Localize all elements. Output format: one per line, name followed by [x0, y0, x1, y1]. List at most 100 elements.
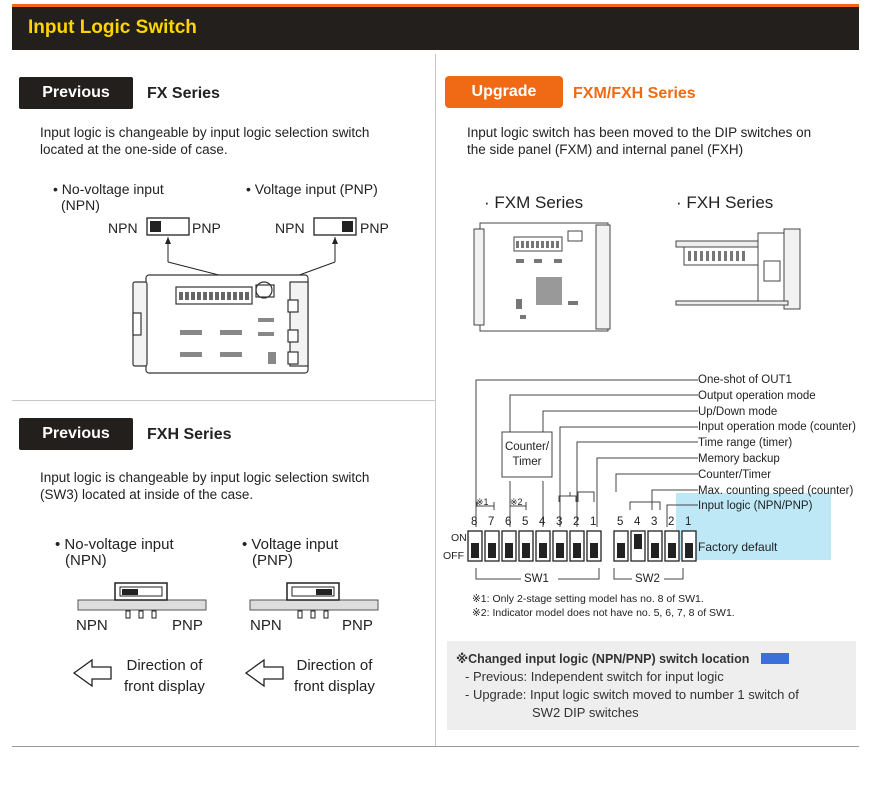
fxh-slide-switch-pnp-icon	[249, 582, 379, 619]
sw1-switch-knob-8	[471, 543, 479, 558]
dip-sw2-switches	[613, 530, 697, 562]
previous-tag-fxh: Previous	[19, 418, 133, 450]
fxh-direction-left-line2: front display	[124, 678, 205, 695]
note-line-2: - Upgrade: Input logic switch moved to n…	[465, 687, 799, 702]
sw1-switch-knob-4	[539, 543, 547, 558]
fxh-direction-left-line1: Direction of	[126, 657, 203, 674]
dip-label-input-logic: Input logic (NPN/PNP)	[698, 500, 813, 513]
fx-switch-npn-icon	[146, 217, 190, 236]
fxh-npn-caption-line1: • No-voltage input	[55, 536, 174, 553]
sw1-switch-knob-3	[556, 543, 564, 558]
sw1-number-1: 1	[590, 516, 597, 528]
fx-description-line1: Input logic is changeable by input logic…	[40, 125, 370, 140]
sw1-switch-knob-6	[505, 543, 513, 558]
fxh-pnp-caption: • Voltage input (PNP)	[242, 537, 338, 569]
sw2-number-1: 1	[685, 516, 692, 528]
fxh-series-label: · FXH Series	[676, 193, 774, 212]
dip-label-one-shot: One-shot of OUT1	[698, 374, 792, 386]
fxh-direction-left: Direction of front display	[124, 655, 205, 697]
sw1-number-8: 8	[471, 516, 478, 528]
fxm-fxh-device-diagram	[473, 222, 801, 332]
sw2-number-4: 4	[634, 516, 641, 528]
dip-off-label: OFF	[443, 550, 464, 562]
sw2-number-2: 2	[668, 516, 675, 528]
fxh-pnp-caption-line2: (PNP)	[252, 552, 293, 569]
fxh-slide-switch-npn-icon	[77, 582, 207, 619]
fx-description-line2: located at the one-side of case.	[40, 142, 228, 157]
dip-on-label: ON	[451, 532, 467, 544]
note-mark-2: ※2	[510, 497, 523, 507]
series-label-fxm-fxh: FXM/FXH Series	[573, 85, 696, 102]
dip-label-counter-timer: Counter/Timer	[698, 468, 772, 481]
dip-labels: One-shot of OUT1 Output operation mode U…	[698, 373, 856, 515]
title-bar: Input Logic Switch	[12, 4, 859, 50]
fxh-description-line1: Input logic is changeable by input logic…	[40, 470, 370, 485]
left-arrow-icon	[72, 658, 112, 688]
fxh-npn-label-right: NPN	[250, 617, 282, 634]
fxh-npn-caption-line2: (NPN)	[65, 552, 107, 569]
dip-label-up-down: Up/Down mode	[698, 405, 778, 418]
sw2-number-5: 5	[617, 516, 624, 528]
fxm-dip-switches	[516, 241, 578, 319]
dip-switch-diagram	[467, 379, 831, 580]
note-mark-1: ※1	[476, 497, 489, 507]
counter-timer-text-line1: Counter/	[504, 441, 550, 453]
fxh-description-line2: (SW3) located at inside of the case.	[40, 487, 254, 502]
sw1-switch-knob-5	[522, 543, 530, 558]
sw1-number-5: 5	[522, 516, 529, 528]
sw2-label: SW2	[635, 573, 660, 585]
fx-pnp-label-right: PNP	[360, 220, 389, 236]
fxh-switch-diagram	[72, 582, 379, 688]
fxh-dip-switches	[688, 251, 745, 261]
sw2-switch-knob-5	[617, 543, 625, 558]
dip-label-memory-backup: Memory backup	[698, 452, 780, 465]
fxh-direction-right-line2: front display	[294, 678, 375, 695]
upgrade-description-line2: the side panel (FXM) and internal panel …	[467, 142, 744, 157]
dip-label-output-mode: Output operation mode	[698, 389, 816, 402]
series-label-fx: FX Series	[147, 85, 220, 102]
note-box: ※Changed input logic (NPN/PNP) switch lo…	[447, 641, 856, 730]
sw2-switch-knob-4	[634, 534, 642, 549]
fx-npn-caption-line2: (NPN)	[61, 197, 100, 213]
left-section-divider	[12, 400, 435, 401]
factory-default-label: Factory default	[698, 540, 778, 554]
sw1-number-7: 7	[488, 516, 495, 528]
fx-pnp-caption: • Voltage input (PNP)	[246, 181, 378, 197]
sw1-switch-knob-7	[488, 543, 496, 558]
fxh-description: Input logic is changeable by input logic…	[40, 469, 420, 503]
fx-device-diagram	[132, 217, 357, 374]
counter-timer-box	[501, 431, 553, 478]
previous-tag-fx: Previous	[19, 77, 133, 109]
bottom-divider	[12, 746, 859, 747]
sw2-switch-knob-2	[668, 543, 676, 558]
sw1-number-2: 2	[573, 516, 580, 528]
sw2-switch-knob-3	[651, 543, 659, 558]
fx-switch-pnp-icon	[313, 217, 357, 236]
fx-dip-pins	[179, 292, 249, 300]
fx-npn-caption-line1: • No-voltage input	[53, 181, 164, 197]
dip-footnote-2: ※2: Indicator model does not have no. 5,…	[472, 607, 735, 619]
fxh-npn-label-left: NPN	[76, 617, 108, 634]
counter-timer-text-line2: Timer	[512, 456, 542, 468]
left-arrow-icon-2	[244, 658, 284, 688]
fxm-series-label: · FXM Series	[484, 193, 584, 212]
fxh-direction-right: Direction of front display	[294, 655, 375, 697]
sw1-number-4: 4	[539, 516, 546, 528]
fx-npn-label-right: NPN	[275, 220, 305, 236]
input-logic-highlight	[676, 493, 831, 560]
counter-timer-text: Counter/ Timer	[502, 440, 552, 470]
note-title: ※Changed input logic (NPN/PNP) switch lo…	[456, 652, 750, 666]
sw1-label: SW1	[524, 573, 549, 585]
fxh-pnp-caption-line1: • Voltage input	[242, 536, 339, 553]
sw2-switch-knob-1	[685, 543, 693, 558]
sw2-number-3: 3	[651, 516, 658, 528]
upgrade-tag: Upgrade	[445, 76, 563, 108]
fxh-pnp-label-left: PNP	[172, 617, 203, 634]
fx-description: Input logic is changeable by input logic…	[40, 124, 420, 158]
upgrade-description-line1: Input logic switch has been moved to the…	[467, 125, 812, 140]
dip-footnotes: ※1: Only 2-stage setting model has no. 8…	[472, 592, 735, 620]
sw1-number-3: 3	[556, 516, 563, 528]
dip-group-brackets	[475, 568, 684, 580]
fxh-direction-right-line1: Direction of	[296, 657, 373, 674]
sw1-switch-knob-2	[573, 543, 581, 558]
